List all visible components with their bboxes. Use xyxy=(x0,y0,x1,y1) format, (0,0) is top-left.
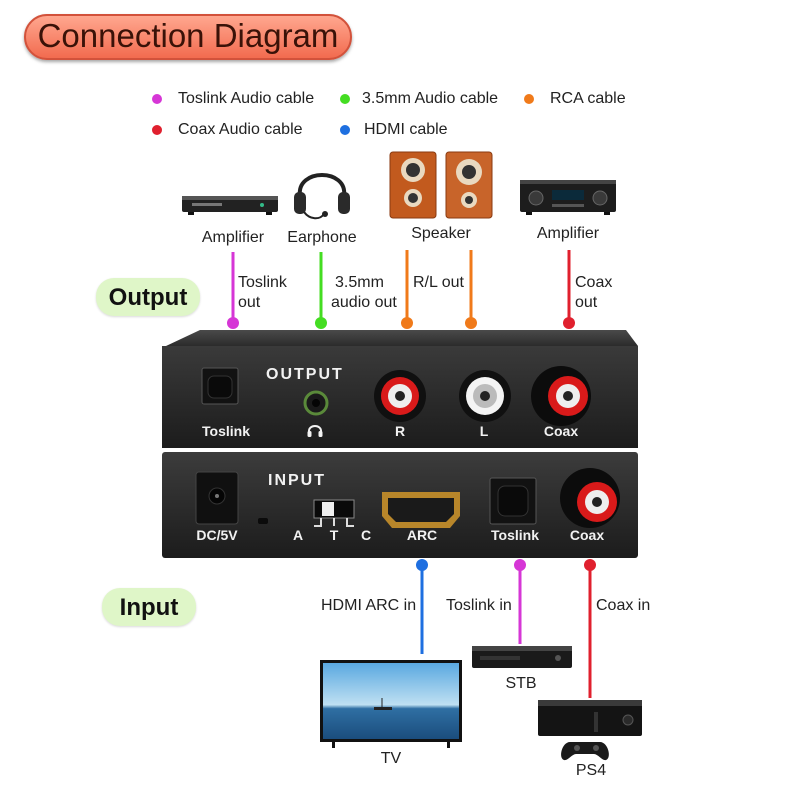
toslink-in-label: Toslink in xyxy=(446,597,512,614)
mm-out-label-2: audio out xyxy=(331,294,397,311)
legend-dot-3-5mm xyxy=(340,94,350,104)
output-r-label: R xyxy=(394,423,406,439)
legend-dot-hdmi xyxy=(340,125,350,135)
legend-rca: RCA cable xyxy=(550,90,626,107)
legend-3-5mm: 3.5mm Audio cable xyxy=(362,90,499,107)
coax-in-label: Coax in xyxy=(596,597,651,614)
coax-out-label-1: Coax xyxy=(575,274,613,291)
earphone-icon xyxy=(294,173,350,220)
tv-icon xyxy=(320,660,462,748)
input-section-label: Input xyxy=(119,594,179,621)
amplifier-left-label: Amplifier xyxy=(201,229,265,246)
hdmi-in-label: HDMI ARC in xyxy=(321,597,417,614)
input-switch-c-label: C xyxy=(360,527,372,543)
headphone-icon xyxy=(307,425,323,437)
title-badge xyxy=(24,14,352,60)
input-coax-label: Coax xyxy=(569,527,605,543)
console-icon xyxy=(538,700,642,761)
output-section-badge xyxy=(96,278,200,316)
output-panel-heading: OUTPUT xyxy=(266,366,344,383)
input-dc-label: DC/5V xyxy=(196,527,238,543)
mm-out-dot xyxy=(315,317,327,329)
rl-out-label: R/L out xyxy=(413,274,464,291)
amplifier-device-icon xyxy=(182,196,278,215)
toslink-out-label-2: out xyxy=(238,294,261,311)
input-panel xyxy=(162,452,638,558)
legend-dot-toslink xyxy=(152,94,162,104)
toslink-out-dot xyxy=(227,317,239,329)
page-title: Connection Diagram xyxy=(37,17,339,54)
coax-out-dot xyxy=(563,317,575,329)
output-toslink-label: Toslink xyxy=(202,423,250,439)
mm-out-label-1: 3.5mm xyxy=(335,274,384,291)
input-switch-t-label: T xyxy=(329,527,339,543)
ps4-label: PS4 xyxy=(575,762,607,779)
legend-toslink: Toslink Audio cable xyxy=(178,90,315,107)
output-l-label: L xyxy=(479,423,489,439)
input-switch-a-label: A xyxy=(292,527,304,543)
legend-hdmi: HDMI cable xyxy=(364,121,448,138)
rca-r-dot xyxy=(401,317,413,329)
toslink-out-label-1: Toslink xyxy=(238,274,287,291)
earphone-label: Earphone xyxy=(287,229,357,246)
speaker-icon xyxy=(389,151,493,219)
output-coax-label: Coax xyxy=(543,423,579,439)
legend-dot-rca xyxy=(524,94,534,104)
amplifier-right-label: Amplifier xyxy=(536,225,600,242)
stb-label: STB xyxy=(505,675,537,692)
output-section-label: Output xyxy=(108,284,188,311)
speaker-label: Speaker xyxy=(411,225,471,242)
input-section-badge xyxy=(102,588,196,626)
legend-coax: Coax Audio cable xyxy=(178,121,303,138)
input-panel-heading: INPUT xyxy=(268,472,326,489)
stb-icon xyxy=(472,646,572,668)
legend-dot-coax xyxy=(152,125,162,135)
input-arc-label: ARC xyxy=(406,527,438,543)
amplifier-receiver-icon xyxy=(520,180,616,215)
coax-out-label-2: out xyxy=(575,294,598,311)
output-panel xyxy=(162,330,638,448)
rca-l-dot xyxy=(465,317,477,329)
input-toslink-label: Toslink xyxy=(491,527,539,543)
tv-label: TV xyxy=(380,750,402,767)
